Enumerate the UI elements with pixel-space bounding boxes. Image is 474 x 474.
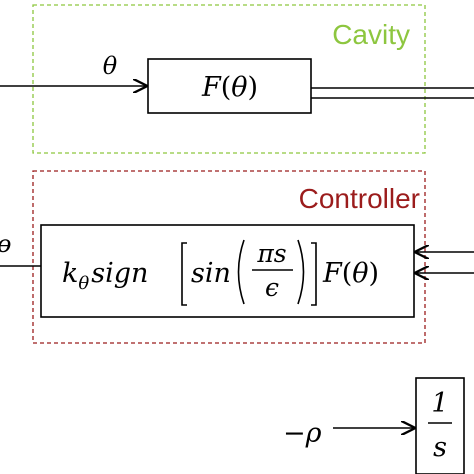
controller-block xyxy=(40,224,415,318)
rho-input-label: −ρ xyxy=(283,418,322,449)
integrator-block xyxy=(415,377,465,474)
cavity-f-block xyxy=(147,58,312,114)
controller-f-expression: F(θ) xyxy=(322,258,379,289)
cavity-group-box xyxy=(32,4,426,154)
left-square-bracket xyxy=(181,242,187,306)
controller-output-label-cut: ɵ xyxy=(0,230,11,258)
cavity-label: Cavity xyxy=(332,19,410,50)
theta-input-label: θ xyxy=(103,52,118,80)
left-paren xyxy=(237,239,245,305)
integrator-denominator: s xyxy=(433,432,447,463)
controller-sin: sin xyxy=(191,258,231,289)
fraction-numerator: πs xyxy=(256,239,286,268)
controller-label: Controller xyxy=(299,183,420,214)
controller-gain: kθsign xyxy=(62,258,148,294)
right-square-bracket xyxy=(311,242,317,306)
right-paren xyxy=(297,239,305,305)
cavity-f-expression: F(θ) xyxy=(201,72,258,103)
integrator-numerator: 1 xyxy=(431,388,448,419)
fraction-denominator: ϵ xyxy=(265,273,279,302)
